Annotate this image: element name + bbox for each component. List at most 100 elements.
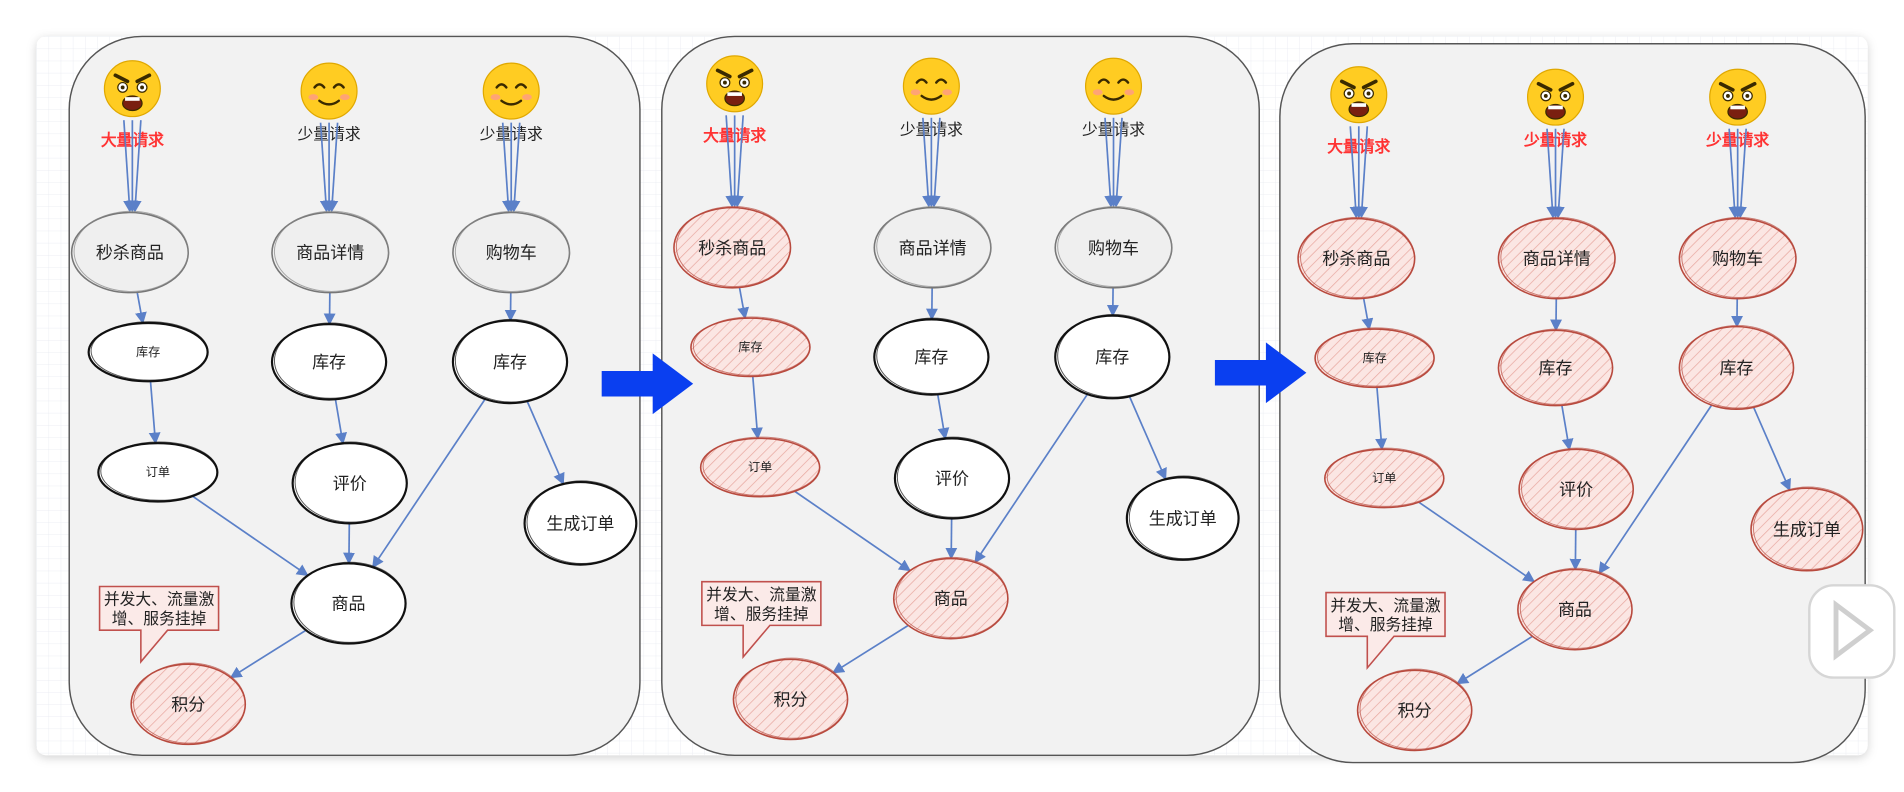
request-edge bbox=[501, 122, 514, 213]
node-label: 商品详情 bbox=[1523, 250, 1591, 270]
node-stock1[interactable]: 库存 bbox=[690, 316, 811, 378]
node-points[interactable]: 积分 bbox=[732, 657, 849, 741]
node-label: 生成订单 bbox=[1149, 510, 1217, 530]
node-label: 积分 bbox=[774, 691, 808, 711]
flow-edge bbox=[229, 629, 307, 679]
node-stock2[interactable]: 库存 bbox=[873, 317, 990, 396]
flow-edge bbox=[936, 394, 950, 440]
smiling-face-icon bbox=[482, 62, 540, 120]
node-seckill[interactable]: 秒杀商品 bbox=[70, 210, 190, 294]
flow-edge bbox=[1361, 298, 1374, 331]
angry-face-icon bbox=[103, 60, 161, 118]
node-label: 秒杀商品 bbox=[1322, 250, 1390, 270]
request-edge bbox=[1356, 126, 1369, 219]
node-label: 生成订单 bbox=[1773, 521, 1841, 541]
node-label: 秒杀商品 bbox=[96, 244, 164, 264]
callout-line-1: 并发大、流量激 bbox=[706, 585, 817, 604]
request-edge bbox=[1110, 117, 1123, 208]
play-widget[interactable] bbox=[1808, 584, 1896, 679]
request-edge bbox=[326, 122, 339, 213]
node-label: 购物车 bbox=[1712, 250, 1763, 270]
node-label: 积分 bbox=[1398, 701, 1432, 721]
smiling-face-icon bbox=[300, 62, 358, 120]
node-review[interactable]: 评价 bbox=[893, 436, 1011, 520]
node-genorder[interactable]: 生成订单 bbox=[1750, 486, 1864, 572]
request-edge bbox=[1552, 128, 1565, 219]
panel-2: 大量请求少量请求少量请求秒杀商品商品详情购物车库存库存库存订单评价生成订单商品积… bbox=[661, 35, 1260, 757]
node-label: 商品 bbox=[934, 590, 968, 610]
request-edge bbox=[731, 115, 744, 208]
node-stock3[interactable]: 库存 bbox=[451, 318, 569, 405]
node-stock3[interactable]: 库存 bbox=[1678, 324, 1795, 411]
node-points[interactable]: 积分 bbox=[130, 662, 247, 746]
node-label: 订单 bbox=[1372, 471, 1396, 485]
node-review[interactable]: 评价 bbox=[291, 441, 408, 525]
flow-edge bbox=[832, 624, 909, 674]
play-icon bbox=[1833, 599, 1875, 661]
callout-line-1: 并发大、流量激 bbox=[104, 590, 215, 609]
node-stock1[interactable]: 库存 bbox=[1314, 327, 1435, 389]
smiling-face-icon bbox=[902, 57, 960, 115]
node-label: 库存 bbox=[1095, 348, 1129, 368]
flow-edge bbox=[372, 398, 486, 569]
node-stock3[interactable]: 库存 bbox=[1054, 314, 1171, 400]
node-label: 商品 bbox=[1558, 601, 1592, 621]
flow-edge bbox=[1375, 387, 1388, 451]
node-stock2[interactable]: 库存 bbox=[270, 322, 388, 401]
request-edge bbox=[1349, 126, 1362, 219]
flow-edge bbox=[737, 287, 750, 320]
node-seckill[interactable]: 秒杀商品 bbox=[1297, 216, 1416, 300]
angry-face-icon bbox=[1709, 68, 1767, 126]
node-label: 生成订单 bbox=[546, 514, 614, 534]
flow-edge bbox=[1598, 404, 1713, 575]
node-order1[interactable]: 订单 bbox=[699, 436, 821, 498]
angry-face-icon bbox=[1330, 66, 1388, 124]
node-cart[interactable]: 购物车 bbox=[1054, 205, 1173, 289]
request-edge bbox=[1728, 128, 1741, 219]
node-detail[interactable]: 商品详情 bbox=[1497, 216, 1616, 300]
node-order1[interactable]: 订单 bbox=[1324, 447, 1445, 509]
request-edge bbox=[928, 117, 941, 208]
flow-edge bbox=[1752, 406, 1791, 492]
node-genorder[interactable]: 生成订单 bbox=[1125, 475, 1240, 561]
node-stock2[interactable]: 库存 bbox=[1497, 328, 1614, 407]
callout-line-2: 增、服务挂掉 bbox=[714, 604, 809, 623]
node-genorder[interactable]: 生成订单 bbox=[523, 480, 638, 566]
flow-edge bbox=[751, 376, 763, 440]
node-goods[interactable]: 商品 bbox=[290, 561, 407, 645]
node-seckill[interactable]: 秒杀商品 bbox=[673, 205, 792, 289]
node-cart[interactable]: 购物车 bbox=[1678, 216, 1797, 300]
node-label: 商品 bbox=[332, 595, 366, 615]
node-detail[interactable]: 商品详情 bbox=[873, 205, 992, 289]
node-review[interactable]: 评价 bbox=[1518, 447, 1635, 531]
node-goods[interactable]: 商品 bbox=[1517, 567, 1633, 651]
panel-3: 大量请求少量请求少量请求秒杀商品商品详情购物车库存库存库存订单评价生成订单商品积… bbox=[1279, 42, 1866, 764]
flow-edge bbox=[1128, 396, 1167, 481]
node-label: 秒杀商品 bbox=[698, 239, 766, 259]
request-edge bbox=[508, 122, 521, 213]
arrow-1-transition bbox=[601, 353, 694, 415]
node-label: 评价 bbox=[935, 470, 969, 490]
request-edge bbox=[1546, 128, 1559, 219]
node-label: 库存 bbox=[1719, 359, 1753, 379]
smiling-face-icon bbox=[1084, 57, 1143, 115]
node-order1[interactable]: 订单 bbox=[97, 441, 219, 503]
request-edge bbox=[129, 120, 142, 213]
angry-face-icon bbox=[1526, 68, 1585, 126]
flow-edge bbox=[794, 490, 912, 572]
node-label: 商品详情 bbox=[899, 239, 967, 259]
node-label: 评价 bbox=[333, 474, 367, 494]
node-cart[interactable]: 购物车 bbox=[452, 210, 571, 294]
request-edge bbox=[1104, 117, 1117, 208]
callout-line-2: 增、服务挂掉 bbox=[1338, 615, 1433, 634]
node-label: 库存 bbox=[1362, 350, 1386, 365]
node-label: 购物车 bbox=[1088, 239, 1139, 259]
node-detail[interactable]: 商品详情 bbox=[271, 210, 390, 294]
node-label: 库存 bbox=[914, 348, 948, 368]
node-points[interactable]: 积分 bbox=[1356, 668, 1473, 752]
node-stock1[interactable]: 库存 bbox=[87, 321, 209, 383]
node-goods[interactable]: 商品 bbox=[892, 556, 1009, 640]
